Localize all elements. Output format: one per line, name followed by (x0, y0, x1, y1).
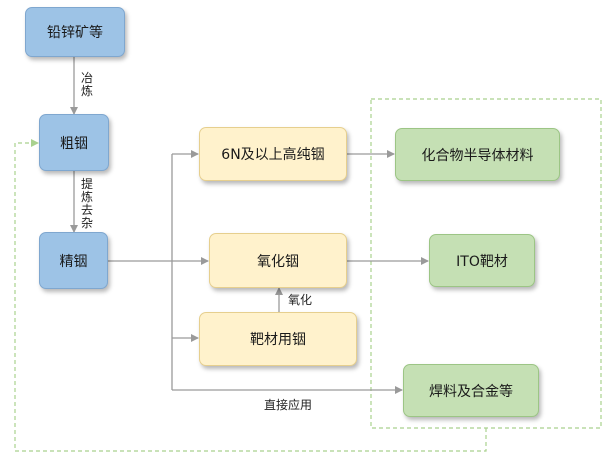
node-solder-alloy: 焊料及合金等 (403, 364, 539, 417)
node-target-indium-label: 靶材用铟 (250, 332, 306, 348)
node-compound-semiconductor-label: 化合物半导体材料 (421, 147, 534, 164)
node-compound-semiconductor: 化合物半导体材料 (395, 128, 560, 181)
node-high-purity-indium: 6N及以上高纯铟 (199, 127, 347, 181)
node-high-purity-indium-label: 6N及以上高纯铟 (221, 147, 325, 163)
node-indium-oxide: 氧化铟 (209, 233, 347, 288)
node-ito-target: ITO靶材 (429, 234, 535, 287)
label-direct-use: 直接应用 (264, 398, 313, 412)
node-refined-indium: 精铟 (39, 232, 108, 289)
node-crude-indium: 粗铟 (39, 114, 109, 171)
node-solder-alloy-label: 焊料及合金等 (429, 383, 513, 400)
recycle-dashed-line (14, 139, 487, 452)
node-ore-label: 铅锌矿等 (47, 25, 103, 41)
node-ito-target-label: ITO靶材 (456, 253, 508, 270)
label-smelting: 冶炼 (80, 71, 93, 98)
node-refined-indium-label: 精铟 (59, 253, 88, 270)
node-ore: 铅锌矿等 (25, 7, 125, 57)
label-refining: 提炼去杂 (80, 177, 93, 230)
node-crude-indium-label: 粗铟 (60, 135, 88, 152)
node-indium-oxide-label: 氧化铟 (257, 253, 299, 270)
label-oxidation: 氧化 (288, 293, 313, 307)
node-target-indium: 靶材用铟 (199, 312, 357, 366)
